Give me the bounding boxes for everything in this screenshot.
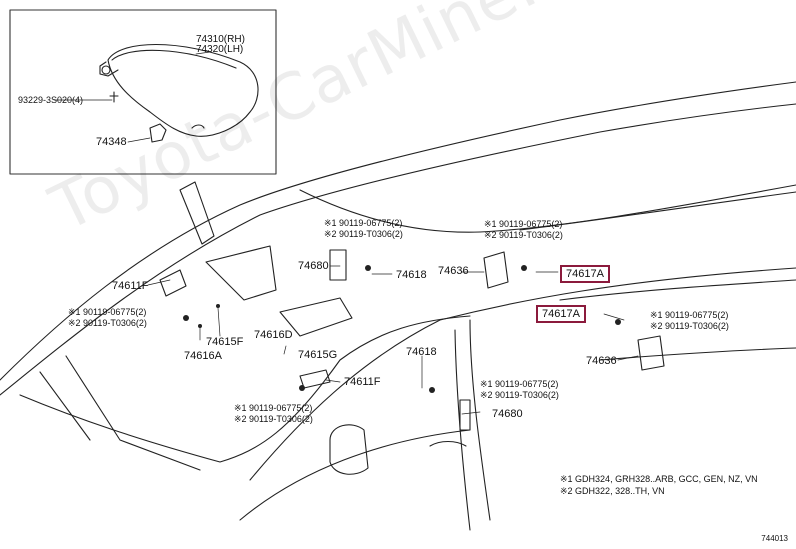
screw-ref-topcenter-2: ※2 90119-T0306(2) <box>324 229 403 239</box>
side-mirror <box>329 424 369 475</box>
bracket-center <box>299 369 331 389</box>
label-74636-bottom: 74636 <box>586 355 617 367</box>
inset-bolt-icon <box>109 91 119 103</box>
screw-ref-left-1: ※1 90119-06775(2) <box>68 307 147 317</box>
sun-visor-right <box>279 297 353 337</box>
label-74611f-left: 74611F <box>112 280 149 292</box>
label-74616a: 74616A <box>184 350 222 362</box>
leader-holder <box>127 137 151 143</box>
grip-bracket-top <box>329 249 347 281</box>
label-74320: 74320(LH) <box>196 44 244 55</box>
visor-hinge <box>99 61 119 77</box>
grip-bracket-bottom <box>459 399 471 431</box>
label-93229: 93229-3S020(4) <box>18 95 84 105</box>
label-74615f: 74615F <box>206 336 244 348</box>
leader-visor <box>195 51 211 55</box>
grip-handle-top <box>483 251 509 289</box>
hinge-knob <box>101 65 111 75</box>
note-1: ※1 GDH324, GRH328..ARB, GCC, GEN, NZ, VN <box>560 474 758 484</box>
visor-edge <box>111 49 237 69</box>
label-74611f-right: 74611F <box>344 376 381 388</box>
fasteners <box>183 265 621 393</box>
door-frame <box>249 267 796 481</box>
screw-ref-left-2: ※2 90119-T0306(2) <box>68 318 147 328</box>
screw-ref-topright-2: ※2 90119-T0306(2) <box>484 230 563 240</box>
grip-handle-right <box>637 335 665 371</box>
note-2: ※2 GDH322, 328..TH, VN <box>560 486 665 496</box>
label-74616d: 74616D <box>254 329 293 341</box>
screw-ref-lowerleft-2: ※2 90119-T0306(2) <box>234 414 313 424</box>
screw-ref-midright-2: ※2 90119-T0306(2) <box>650 321 729 331</box>
sun-visor-inset <box>107 44 259 137</box>
view-arrow <box>179 181 215 245</box>
highlight-74617a-upper[interactable]: 74617A <box>560 265 610 283</box>
holder-clip <box>149 123 167 143</box>
label-74615g: 74615G <box>298 349 338 361</box>
headliner-edge <box>299 184 796 233</box>
screw-ref-center-1: ※1 90119-06775(2) <box>480 379 559 389</box>
label-74636-top: 74636 <box>438 265 469 277</box>
inset-frame <box>9 9 277 175</box>
b-pillar <box>469 319 491 521</box>
highlight-74617a-lower[interactable]: 74617A <box>536 305 586 323</box>
label-74348: 74348 <box>96 136 127 148</box>
sun-visor-left <box>205 245 277 301</box>
label-74680-bottom: 74680 <box>492 408 523 420</box>
a-pillar <box>65 355 201 471</box>
bracket-left <box>159 269 187 297</box>
screw-ref-midright-1: ※1 90119-06775(2) <box>650 310 729 320</box>
windshield-lower <box>19 315 471 463</box>
leader-lines <box>147 265 639 415</box>
screw-ref-topright-1: ※1 90119-06775(2) <box>484 219 563 229</box>
label-74680-top: 74680 <box>298 260 329 272</box>
screw-ref-topcenter-1: ※1 90119-06775(2) <box>324 218 403 228</box>
label-74618-top: 74618 <box>396 269 427 281</box>
label-74618-bottom: 74618 <box>406 346 437 358</box>
figure-code: 744013 <box>761 534 788 543</box>
screw-ref-center-2: ※2 90119-T0306(2) <box>480 390 559 400</box>
label-74310: 74310(RH) <box>196 34 245 45</box>
screw-ref-lowerleft-1: ※1 90119-06775(2) <box>234 403 313 413</box>
roof-outline <box>0 81 796 381</box>
